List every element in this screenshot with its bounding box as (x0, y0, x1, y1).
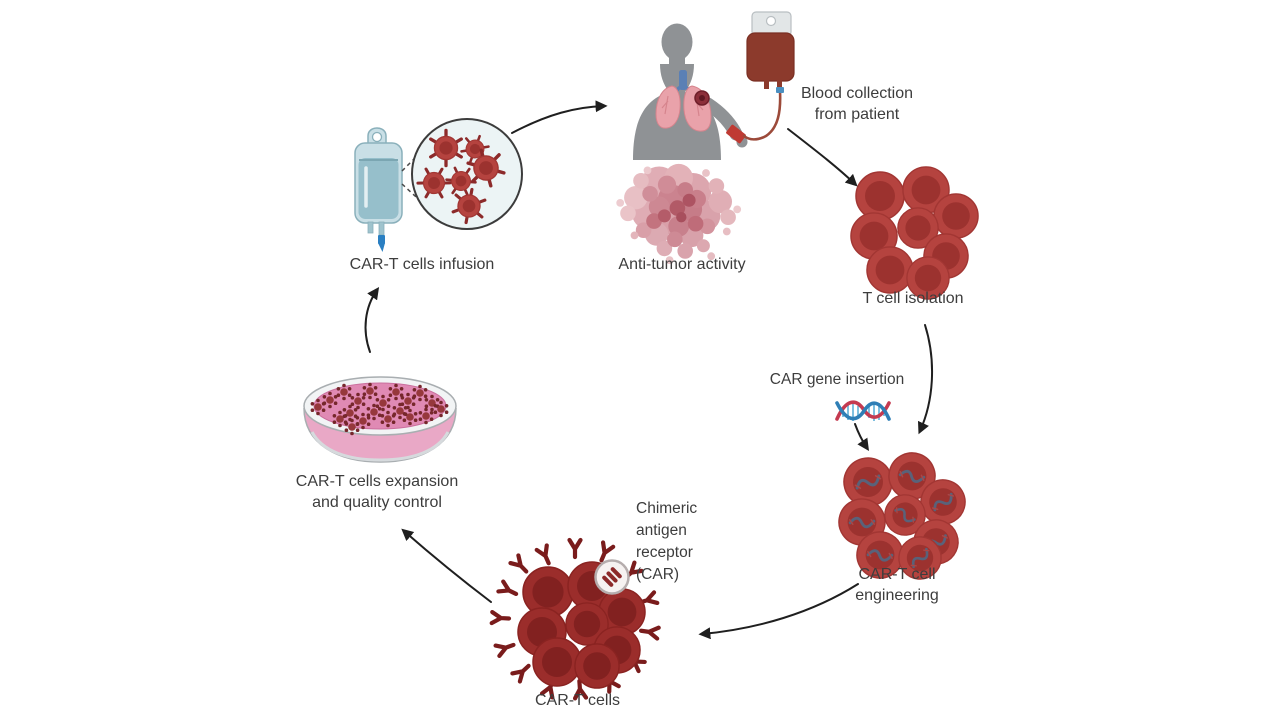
arrow-isolation-to-engineering (917, 324, 934, 435)
label-anti-tumor-activity: Anti-tumor activity (618, 256, 746, 273)
patient-icon (633, 23, 748, 160)
receptor-zoom-icon (594, 559, 630, 595)
arrow-engineering-to-car-t-cells (698, 583, 859, 640)
label-t-cell-isolation: T cell isolation (862, 290, 964, 307)
tumor-icon (616, 163, 742, 264)
t-cell-cluster-icon (850, 166, 979, 300)
arrow-patient-to-isolation (787, 128, 858, 187)
label-car-t-cell-engineering: CAR-T cell engineering (855, 566, 939, 604)
arrow-expansion-to-infusion (364, 287, 380, 353)
label-car-t-cells-expansion: CAR-T cells expansion and quality contro… (295, 473, 459, 511)
label-chimeric-antigen-receptor: Chimeric antigen receptor (CAR) (636, 500, 698, 583)
arrow-infusion-to-patient (511, 100, 608, 134)
car-t-cell-cluster-icon (492, 540, 659, 698)
petri-dish-icon (303, 376, 457, 463)
label-car-t-cells-infusion: CAR-T cells infusion (349, 256, 495, 273)
iv-bag-icon (354, 127, 403, 252)
arrow-dna-to-cells (854, 423, 869, 451)
arrow-car-t-cells-to-expansion (401, 528, 492, 603)
label-blood-collection: Blood collection from patient (800, 85, 914, 123)
blood-bag-icon (742, 11, 795, 141)
magnified-cells-icon (411, 118, 523, 230)
dna-icon (835, 400, 891, 421)
label-car-t-cells: CAR-T cells (534, 692, 621, 709)
label-car-gene-insertion: CAR gene insertion (769, 371, 905, 388)
